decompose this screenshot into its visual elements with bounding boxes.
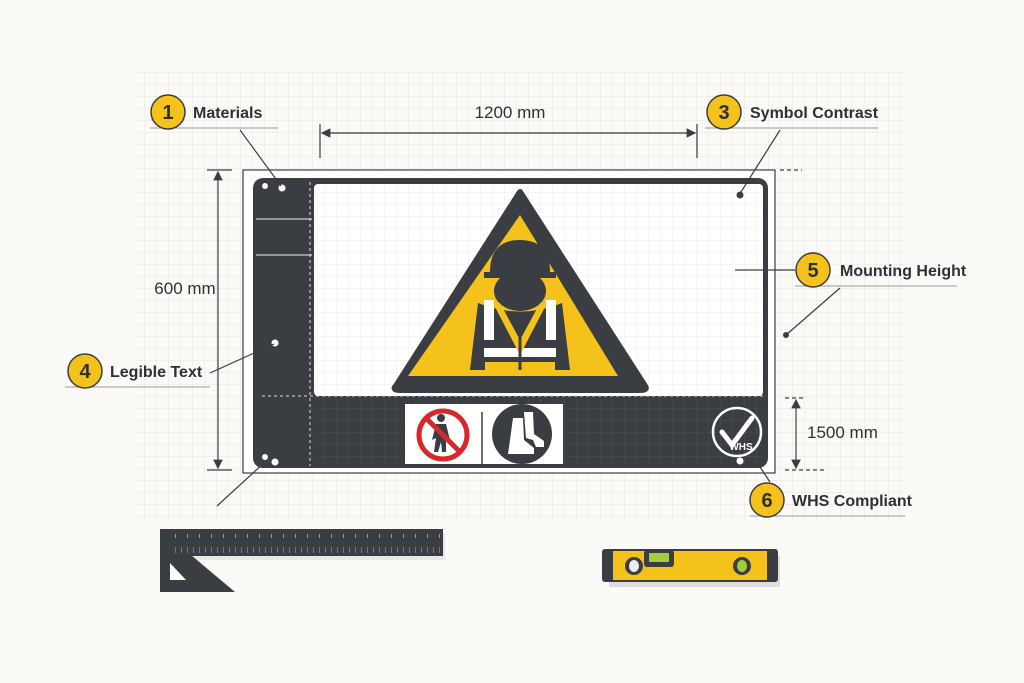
svg-text:4: 4 <box>79 361 91 383</box>
svg-text:Legible Text: Legible Text <box>110 364 203 381</box>
mounting-holes <box>262 183 744 466</box>
svg-text:WHS Compliant: WHS Compliant <box>792 493 913 510</box>
callout-mounting-height: 5 Mounting Height <box>735 252 967 338</box>
spirit-level-icon <box>602 549 780 587</box>
whs-compliant-badge: WHS <box>711 406 763 458</box>
square-ruler-icon <box>160 529 445 592</box>
mounting-dimension: 1500 mm <box>780 169 878 471</box>
callout-symbol-contrast: 3 Symbol Contrast <box>705 94 879 193</box>
mounting-label: 1500 mm <box>807 423 878 442</box>
callout-whs-compliant: 6 WHS Compliant <box>216 461 913 518</box>
hard-hat-worker-icon <box>391 189 649 393</box>
callout-materials: 1 Materials <box>150 94 282 187</box>
height-dimension: 600 mm <box>154 169 232 471</box>
svg-text:Mounting Height: Mounting Height <box>840 263 967 280</box>
no-pedestrians-icon <box>416 408 470 462</box>
callout-legible-text: 4 Legible Text <box>65 343 275 389</box>
svg-text:5: 5 <box>807 260 818 282</box>
whs-badge-text: WHS <box>729 442 753 453</box>
svg-text:Materials: Materials <box>193 105 262 122</box>
safety-boots-icon <box>492 404 552 464</box>
width-label: 1200 mm <box>475 103 546 122</box>
svg-text:Symbol Contrast: Symbol Contrast <box>750 105 879 122</box>
width-dimension: 1200 mm <box>319 103 698 158</box>
svg-text:6: 6 <box>761 490 772 512</box>
svg-text:3: 3 <box>718 102 729 124</box>
height-label: 600 mm <box>154 279 215 298</box>
svg-text:1: 1 <box>162 102 173 124</box>
safety-sign: WHS <box>242 169 776 474</box>
